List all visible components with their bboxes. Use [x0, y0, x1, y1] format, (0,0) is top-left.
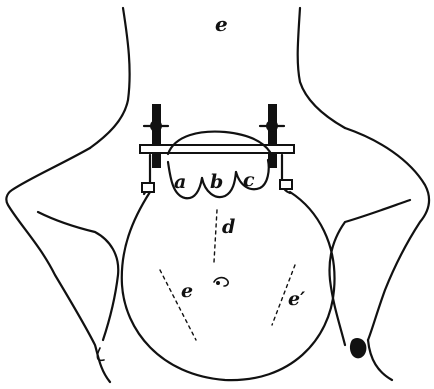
label-top-e: e — [215, 12, 228, 36]
clamp-post-left — [152, 104, 161, 168]
label-a: a — [174, 171, 186, 193]
clamp-foot-left — [142, 183, 154, 192]
right-leg — [330, 128, 430, 380]
label-c: c — [243, 169, 255, 191]
label-e-right: e′ — [288, 288, 305, 310]
central-mark — [214, 278, 228, 286]
label-d: d — [222, 216, 235, 238]
label-e-left: e — [181, 280, 193, 302]
clamp-knob-right — [266, 120, 278, 132]
left-leg — [6, 148, 118, 382]
clamp-foot-right — [280, 180, 292, 189]
right-foot-shadow — [350, 338, 366, 358]
label-b: b — [210, 171, 223, 193]
clamp-knob-left — [150, 120, 162, 132]
clamp-post-right — [268, 104, 277, 168]
